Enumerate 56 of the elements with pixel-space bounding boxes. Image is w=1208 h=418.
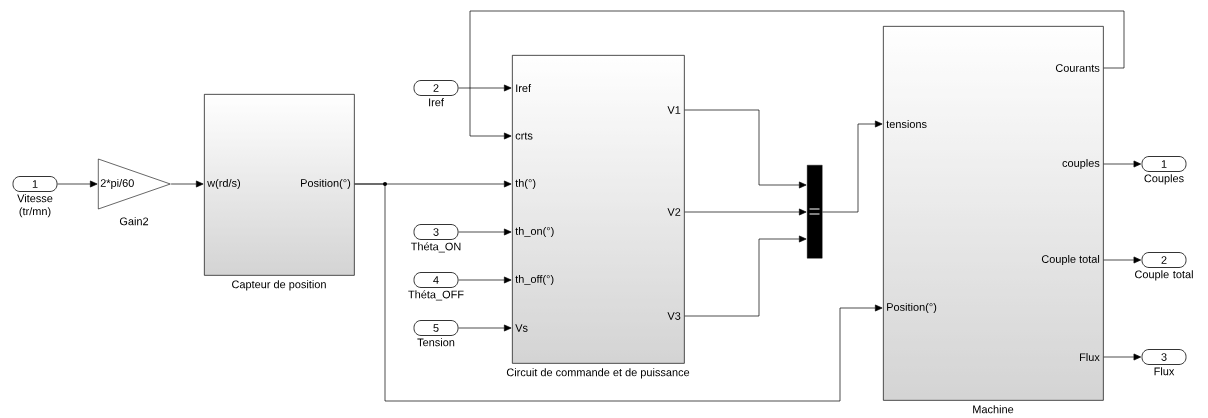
arrow [170, 180, 204, 188]
port-name: Couples [1144, 174, 1184, 185]
block-name: Capteur de position [232, 280, 326, 291]
arrow [57, 180, 98, 188]
port-block: 1 [12, 176, 58, 192]
subsystem-block [204, 94, 355, 291]
arrow [822, 120, 883, 213]
arrow [458, 324, 512, 332]
port-label: Position(°) [301, 178, 351, 190]
port-name: Vitesse (tr/mn) [17, 194, 53, 218]
port-block: 2 [413, 80, 459, 96]
port-label: V2 [667, 208, 681, 216]
arrow [1103, 160, 1142, 168]
port-block: 3 [1141, 349, 1187, 365]
port-label: Position(°) [887, 302, 937, 314]
port-name: Théta_ON [411, 242, 461, 253]
port-name: Iref [429, 98, 444, 107]
port-label: th(°) [515, 178, 536, 190]
port-label: couples [1062, 158, 1100, 170]
port-label: th_off(°) [515, 274, 554, 286]
port-name: Tension [417, 338, 455, 347]
port-name: Couple total [1135, 270, 1193, 281]
arrow [458, 84, 512, 92]
port-label: Couple total [1041, 254, 1100, 266]
block-name: Gain2 [119, 217, 149, 226]
port-label: Courants [1055, 64, 1100, 72]
arrow [469, 10, 1125, 140]
port-block: 2 [1141, 252, 1187, 268]
port-name: Théta_OFF [408, 290, 464, 301]
arrow [684, 235, 807, 317]
arrow [458, 228, 512, 236]
arrow [684, 109, 807, 189]
subsystem-block [883, 26, 1104, 414]
arrow [1103, 353, 1142, 361]
port-label: crts [515, 132, 533, 140]
port-label: tensions [886, 120, 927, 129]
port-label: Vs [515, 324, 528, 332]
gain-triangle: 2*pi/60 [98, 158, 171, 210]
subsystem-block [506, 55, 690, 379]
port-block: 5 [413, 320, 459, 336]
port-block: 4 [413, 272, 459, 288]
arrow [354, 183, 883, 402]
port-label: Iref [516, 84, 532, 92]
arrow [684, 208, 807, 216]
block-name: Machine [973, 405, 1014, 414]
port-block: 1 [1141, 156, 1187, 172]
port-label: Flux [1080, 353, 1100, 362]
port-block: 3 [413, 224, 459, 240]
port-label: th_on(°) [515, 226, 554, 238]
port-label: V3 [667, 312, 681, 320]
port-name: Flux [1154, 367, 1175, 376]
port-label: V1 [667, 106, 681, 114]
arrow [458, 276, 512, 284]
port-label: w(rd/s) [207, 178, 240, 190]
arrow [1103, 256, 1142, 264]
block-name: Circuit de commande et de puissance [506, 368, 690, 379]
